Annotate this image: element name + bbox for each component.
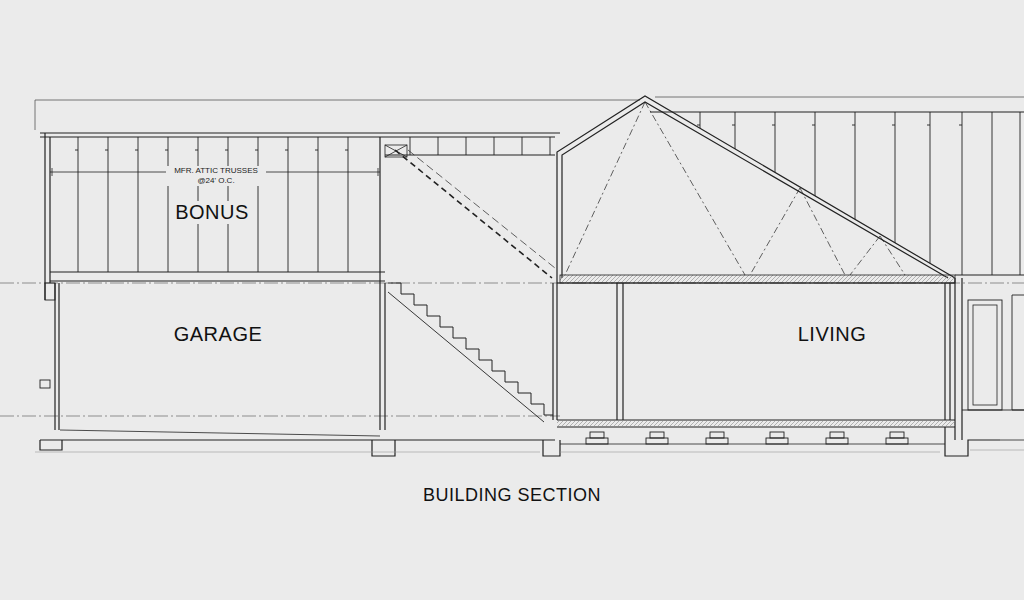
room-name: BONUS <box>171 201 253 224</box>
room-region: LIVING <box>794 323 871 346</box>
room-region: BONUS <box>171 201 253 224</box>
room-region: GARAGE <box>170 323 267 346</box>
room-name: GARAGE <box>170 323 267 346</box>
truss-note: MFR. ATTIC TRUSSES @24' O.C. <box>166 166 266 186</box>
drawing-caption: BUILDING SECTION <box>423 485 601 506</box>
room-name: LIVING <box>794 323 871 346</box>
